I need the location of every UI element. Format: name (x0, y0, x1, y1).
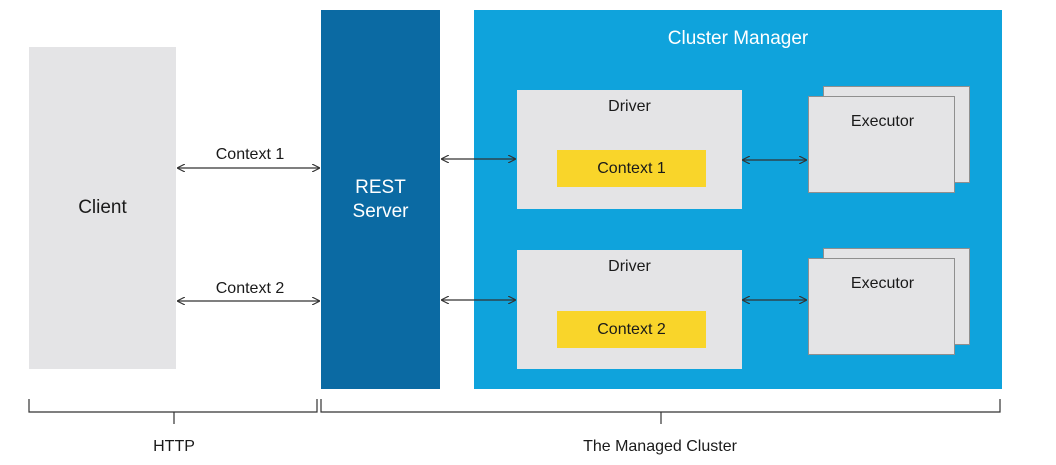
executor-title-2: Executor (850, 275, 915, 292)
bracket-label-managed-cluster: The Managed Cluster (583, 438, 737, 455)
executor-title-1: Executor (850, 113, 915, 130)
driver-title-2: Driver (608, 258, 651, 275)
connection-label-context-2: Context 2 (215, 280, 285, 297)
rest-server-label-line1: REST (355, 176, 406, 198)
driver-context-1: Context 1 (557, 150, 706, 187)
driver-box-2: Driver Context 2 (517, 250, 742, 369)
driver-box-1: Driver Context 1 (517, 90, 742, 209)
client-box: Client (29, 47, 176, 369)
rest-server-box: REST Server (321, 10, 440, 389)
driver-context-2: Context 2 (557, 311, 706, 348)
bracket-http (28, 399, 318, 413)
connection-label-context-1: Context 1 (215, 146, 285, 163)
driver-title-1: Driver (608, 98, 651, 115)
executor-box-2: Executor (808, 258, 955, 355)
cluster-manager-title: Cluster Manager (667, 28, 809, 49)
brackets (28, 399, 1001, 424)
cluster-manager-box: Cluster Manager Driver Context 1 Driver … (474, 10, 1002, 389)
rest-server-label-line2: Server (352, 200, 409, 222)
executor-box-1: Executor (808, 96, 955, 193)
bracket-label-http: HTTP (153, 438, 195, 455)
client-label: Client (78, 197, 127, 218)
bracket-managed-cluster (320, 399, 1001, 413)
